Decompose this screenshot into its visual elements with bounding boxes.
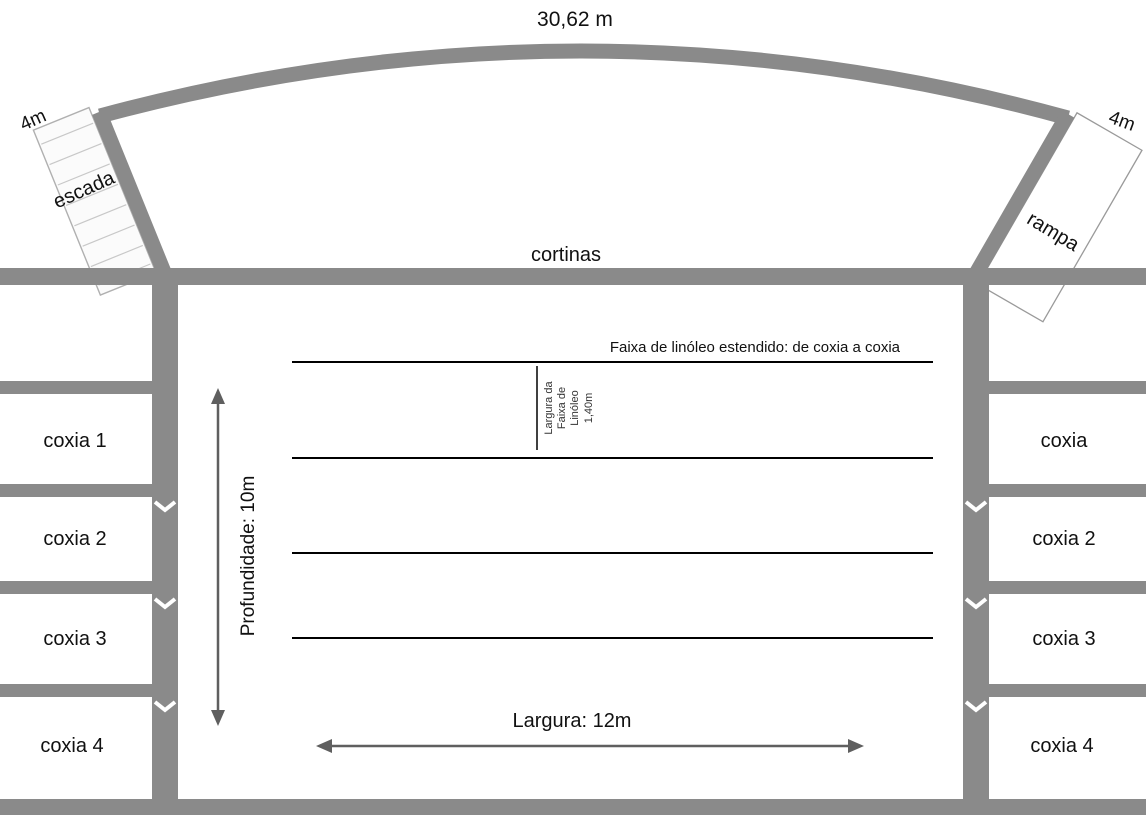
right-wing-bar-1 — [989, 381, 1146, 394]
left-wing-bar-3 — [0, 581, 152, 594]
width-arrowhead-right — [848, 739, 864, 753]
linoleum-strip-width-label: Largura da Faixa de Linóleo 1,40m — [543, 381, 595, 435]
right-wall — [963, 268, 989, 815]
right-coxia-1-label: coxia — [1041, 430, 1089, 452]
bottom-wall — [0, 799, 1146, 815]
top-dimension-label: 30,62 m — [537, 8, 613, 31]
strip-label-line-1: Largura da — [543, 381, 555, 435]
linoleum-strips — [292, 361, 933, 639]
linoleum-note: Faixa de linóleo estendido: de coxia a c… — [610, 339, 901, 356]
strip-label-line-4: 1,40m — [583, 393, 595, 424]
width-arrow — [316, 739, 864, 753]
stage-walls — [0, 268, 1146, 815]
left-coxia-3-label: coxia 3 — [43, 628, 106, 650]
left-wall — [152, 268, 178, 815]
proscenium-arc-group — [92, 43, 1075, 281]
left-coxia-4-label: coxia 4 — [40, 735, 103, 757]
top-wall — [0, 268, 1146, 285]
right-wing-bar-4 — [989, 684, 1146, 697]
strip-label-line-2: Faixa de — [556, 387, 568, 429]
left-coxia-2-label: coxia 2 — [43, 528, 106, 550]
right-wing-labels: coxia coxia 2 coxia 3 coxia 4 — [1030, 430, 1095, 757]
left-diagonal-wall — [92, 109, 173, 280]
left-wing-bar-1 — [0, 381, 152, 394]
depth-dimension-label: Profundidade: 10m — [238, 476, 259, 637]
depth-arrowhead-top — [211, 388, 225, 404]
left-wing-bar-2 — [0, 484, 152, 497]
cortinas-label: cortinas — [531, 244, 601, 266]
width-arrowhead-left — [316, 739, 332, 753]
right-wing-bar-3 — [989, 581, 1146, 594]
wall-opening-chevrons — [153, 500, 988, 713]
left-coxia-1-label: coxia 1 — [43, 430, 106, 452]
right-coxia-3-label: coxia 3 — [1032, 628, 1095, 650]
left-wing-labels: coxia 1 coxia 2 coxia 3 coxia 4 — [40, 430, 106, 757]
right-diagonal-wall — [967, 110, 1075, 281]
front-arc — [98, 43, 1070, 126]
depth-arrow — [211, 388, 225, 726]
right-coxia-2-label: coxia 2 — [1032, 528, 1095, 550]
left-wing-bar-4 — [0, 684, 152, 697]
strip-label-line-3: Linóleo — [569, 390, 581, 425]
right-coxia-4-label: coxia 4 — [1030, 735, 1093, 757]
depth-arrowhead-bottom — [211, 710, 225, 726]
width-dimension-label: Largura: 12m — [513, 710, 632, 732]
right-wing-bar-2 — [989, 484, 1146, 497]
